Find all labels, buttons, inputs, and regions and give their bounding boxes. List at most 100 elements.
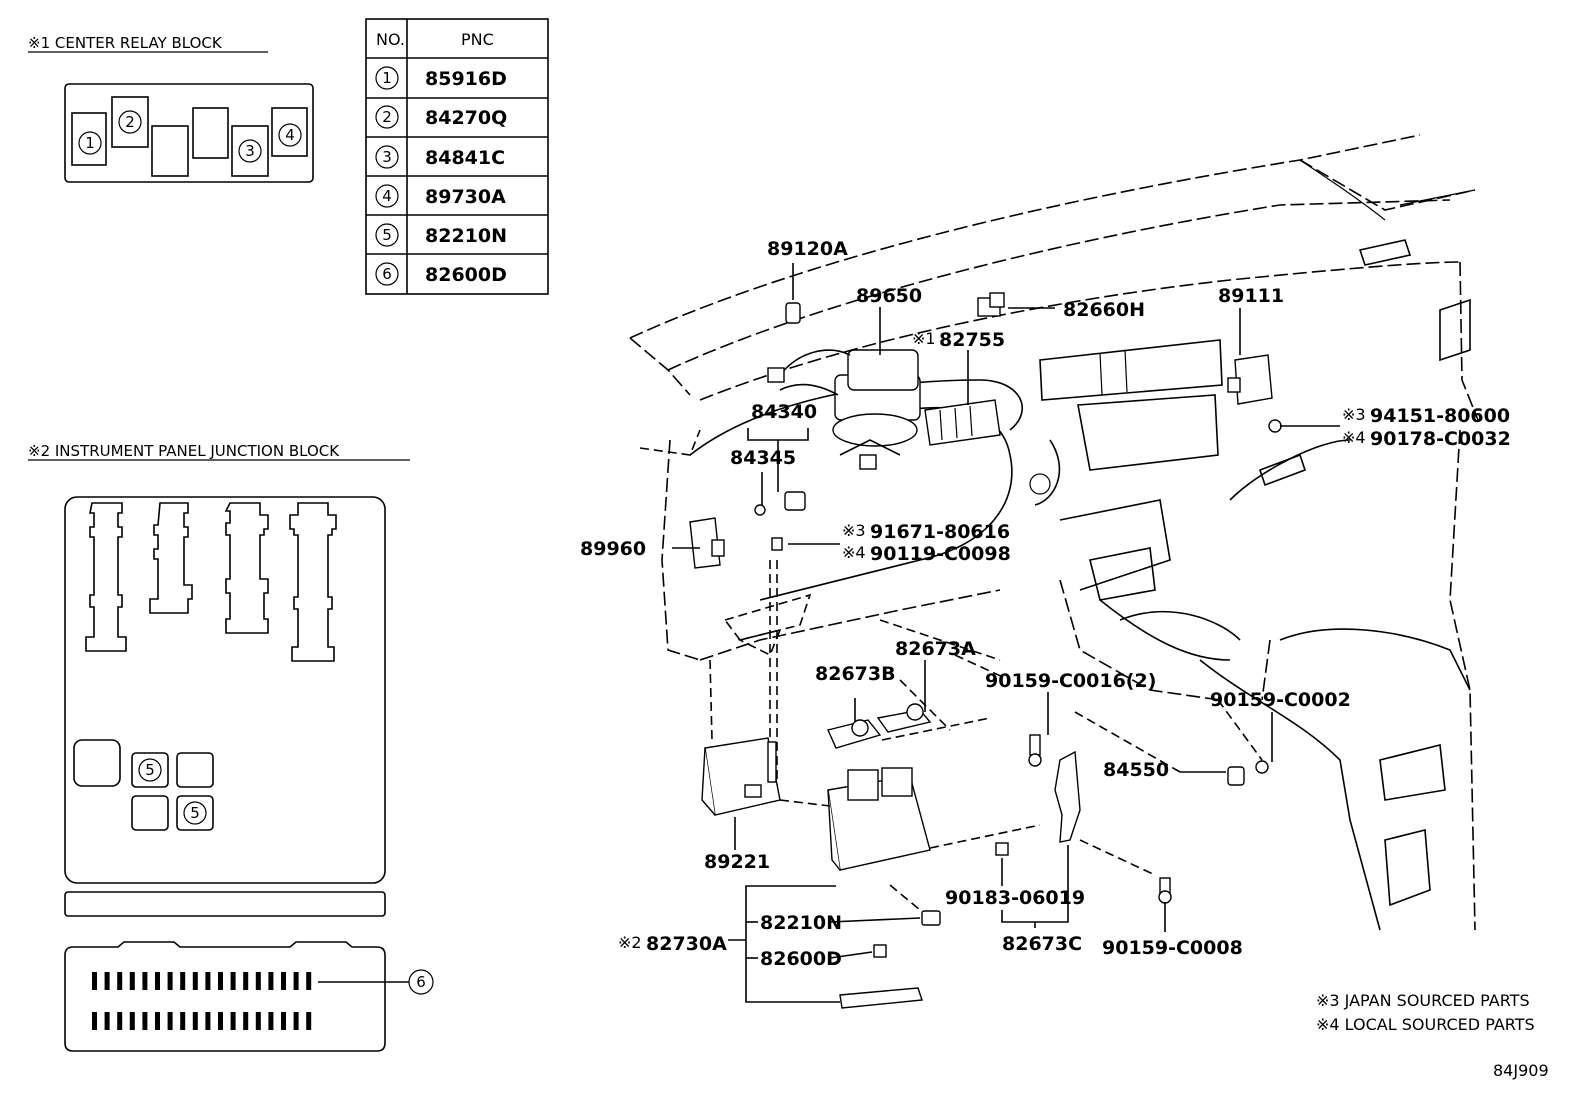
label-89960: 89960 (580, 538, 646, 560)
label-90119: 90119-C0098 (870, 543, 1011, 565)
connector-pin (180, 972, 186, 990)
table-row-pnc: 82210N (425, 225, 507, 247)
connector-pin (281, 1012, 286, 1030)
part-89221-sketch (701, 737, 781, 816)
relay-slot-3: 3 (245, 142, 255, 160)
part-84550-sketch (1227, 766, 1245, 786)
label-89221: 89221 (704, 851, 770, 873)
label-94151: 94151-80600 (1370, 405, 1510, 427)
label-91671-mark: ※3 (842, 521, 866, 540)
connector-pins (92, 972, 312, 990)
connector-pin (104, 1012, 110, 1030)
part-82755-sketch (924, 399, 1001, 446)
label-82730A-mark: ※2 (618, 933, 642, 952)
connector-pin (129, 1012, 135, 1030)
connector-pin (167, 972, 173, 990)
part-84345-sketch (754, 504, 766, 516)
table-row-no: 1 (382, 69, 392, 87)
connector-pin (117, 972, 123, 990)
connector-pin (268, 1012, 274, 1030)
relay-block-title: ※1 CENTER RELAY BLOCK (28, 34, 223, 52)
dashboard-outline (629, 134, 1479, 931)
table-row-pnc: 82600D (425, 264, 507, 286)
connector-pin (117, 1012, 123, 1030)
part-82673C-sketch (1054, 750, 1081, 843)
table-header-no: NO. (376, 30, 405, 49)
part-91671-sketch (771, 537, 783, 551)
center-relay-block: ※1 CENTER RELAY BLOCK 1 2 3 4 (28, 34, 314, 183)
connector-pin (255, 1012, 261, 1030)
table-header-pnc: PNC (461, 30, 494, 49)
label-82673C: 82673C (1002, 933, 1082, 955)
connector-pin (180, 1012, 186, 1030)
label-82660H: 82660H (1063, 299, 1145, 321)
label-90178-mark: ※4 (1342, 428, 1366, 447)
table-row-pnc: 85916D (425, 68, 507, 90)
connector-pin (218, 1012, 223, 1030)
label-90159-C0008: 90159-C0008 (1102, 937, 1243, 959)
legend: ※3 JAPAN SOURCED PARTS ※4 LOCAL SOURCED … (1316, 991, 1549, 1080)
figure-code: 84J909 (1493, 1061, 1549, 1080)
part-89650-sketch (767, 349, 921, 470)
connector-pin (268, 972, 274, 990)
label-91671: 91671-80616 (870, 521, 1010, 543)
table-row-pnc: 84270Q (425, 107, 507, 129)
part-cover-sketch (839, 987, 923, 1009)
connector-pin (129, 972, 135, 990)
part-82730A-sketch (827, 767, 931, 871)
connector-pin (306, 1012, 312, 1030)
connector-pin (155, 972, 160, 990)
table-row-no: 5 (382, 226, 392, 244)
part-90183-sketch (995, 842, 1009, 856)
label-89650: 89650 (856, 285, 922, 307)
connector-pin (205, 972, 211, 990)
label-89111: 89111 (1218, 285, 1284, 307)
connector-pin (92, 1012, 97, 1030)
junction-block-title: ※2 INSTRUMENT PANEL JUNCTION BLOCK (28, 442, 340, 460)
part-82210N-sketch (921, 910, 941, 926)
label-82730A: 82730A (646, 933, 727, 955)
fuse-label: 5 (145, 761, 155, 779)
connector-pin (230, 1012, 236, 1030)
label-82600D: 82600D (760, 948, 842, 970)
relay-slot-1: 1 (85, 134, 95, 152)
part-84340-sketch (784, 491, 806, 511)
connector-pin (205, 1012, 211, 1030)
label-82210N: 82210N (760, 912, 842, 934)
legend-local: ※4 LOCAL SOURCED PARTS (1316, 1015, 1535, 1034)
part-90159-C0016-sketch (1029, 734, 1041, 756)
label-84340: 84340 (751, 401, 817, 423)
connector-pin (230, 972, 236, 990)
table-row-no: 2 (382, 108, 392, 126)
fuse-label: 5 (190, 804, 200, 822)
table-row-no: 6 (382, 265, 392, 283)
connector-pin (243, 1012, 249, 1030)
connector-label: 6 (416, 973, 426, 991)
table-row-no: 3 (382, 148, 392, 166)
connector-pin (192, 1012, 198, 1030)
label-84550: 84550 (1103, 759, 1169, 781)
label-82673A: 82673A (895, 638, 976, 660)
part-labels: 89120A 89650 82660H ※1 82755 89111 84340… (580, 238, 1511, 970)
pnc-table: NO. PNC 1 2 3 4 5 6 85916D 84270Q 84841C… (365, 18, 549, 295)
connector-pin (142, 972, 148, 990)
connector-pin (167, 1012, 173, 1030)
connector-pins (92, 1012, 312, 1030)
label-82755-mark: ※1 (912, 329, 936, 348)
legend-japan: ※3 JAPAN SOURCED PARTS (1316, 991, 1530, 1010)
table-row-no: 4 (382, 187, 392, 205)
relay-slot-2: 2 (125, 113, 135, 131)
connector-pin (255, 972, 261, 990)
part-sketches (689, 292, 1282, 1009)
relay-slot-4: 4 (285, 126, 295, 144)
part-82600D-sketch (873, 944, 887, 958)
table-row-pnc: 89730A (425, 186, 506, 208)
label-89120A: 89120A (767, 238, 848, 260)
connector-pin (293, 1012, 299, 1030)
part-90159-C0002-sketch (1255, 760, 1269, 774)
connector-pin (293, 972, 299, 990)
part-89120A-sketch (785, 302, 801, 324)
label-90178: 90178-C0032 (1370, 428, 1511, 450)
